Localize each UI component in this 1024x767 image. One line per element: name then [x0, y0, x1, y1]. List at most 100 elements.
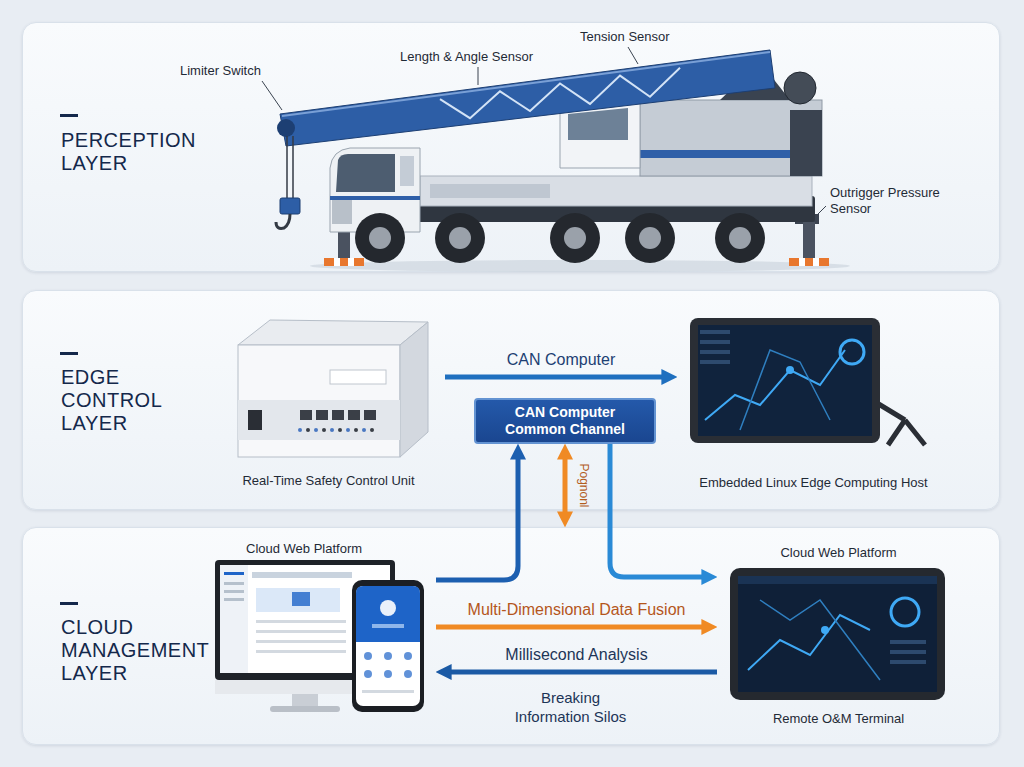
edge-label: CAN Computer — [507, 350, 615, 369]
device-heading: Cloud Web Platform — [717, 545, 960, 561]
control-unit-illustration — [362, 428, 366, 432]
cloud-web-monitor — [256, 640, 346, 643]
control-unit-illustration — [364, 410, 376, 420]
mobile-phone — [356, 586, 420, 706]
crane-illustration — [348, 258, 354, 266]
device-caption: Remote O&M Terminal — [717, 711, 960, 727]
mobile-phone — [384, 652, 392, 660]
cloud-web-monitor — [256, 620, 346, 623]
connector-arrow — [436, 625, 703, 630]
device-caption: Embedded Linux Edge Computing Host — [677, 475, 950, 491]
cloud-web-monitor — [220, 565, 390, 673]
crane-illustration — [338, 222, 350, 260]
edge-host-tablet — [690, 318, 880, 443]
layer-title: CLOUD MANAGEMENT LAYER — [61, 616, 231, 685]
control-unit-illustration — [332, 410, 344, 420]
crane-illustration — [280, 198, 300, 214]
remote-terminal-tablet — [890, 660, 926, 664]
edge-host-tablet — [700, 330, 730, 334]
crane-illustration — [280, 50, 775, 146]
edge-label: Millisecond Analysis — [505, 645, 647, 664]
cloud-web-monitor — [256, 588, 340, 612]
crane-illustration — [292, 136, 294, 199]
edge-label: Multi-Dimensional Data Fusion — [468, 600, 686, 619]
remote-terminal-tablet — [890, 640, 926, 644]
mobile-phone — [352, 580, 424, 712]
edge-host-tablet — [840, 340, 864, 364]
crane-illustration — [345, 196, 815, 222]
crane-illustration — [625, 213, 675, 263]
control-unit-illustration — [330, 428, 334, 432]
remote-terminal-tablet — [738, 576, 937, 692]
crane-illustration — [400, 156, 414, 186]
heading-dash — [60, 352, 78, 355]
device-caption: Real-Time Safety Control Unit — [212, 473, 445, 489]
remote-terminal-tablet — [891, 598, 919, 626]
leader-line — [818, 206, 826, 214]
cloud-web-monitor — [224, 590, 244, 593]
leader-line — [262, 81, 282, 110]
crane-illustration — [355, 213, 765, 263]
layer-band: CLOUD MANAGEMENT LAYERCloud Web Platform… — [22, 527, 1000, 745]
connector-arrow — [610, 444, 703, 577]
crane-illustration — [276, 214, 290, 228]
crane-illustration — [355, 213, 405, 263]
connector-arrow — [450, 670, 717, 675]
control-unit-illustration — [298, 428, 302, 432]
crane-illustration — [332, 200, 352, 224]
layer-title: PERCEPTION LAYER — [61, 129, 231, 175]
crane-illustration — [550, 213, 600, 263]
flow-note: Breaking Information Silos — [508, 688, 633, 726]
crane-illustration — [440, 68, 680, 118]
cloud-web-monitor — [292, 592, 310, 606]
remote-terminal-tablet — [738, 576, 937, 584]
cloud-web-monitor — [215, 560, 395, 712]
control-unit-illustration — [330, 370, 386, 384]
control-unit-illustration — [238, 320, 428, 457]
control-unit-illustration — [322, 428, 326, 432]
crane-illustration — [799, 258, 805, 266]
sensor-label: Length & Angle Sensor — [400, 49, 533, 65]
crane-illustration — [310, 260, 850, 272]
cloud-web-monitor — [292, 694, 318, 708]
cloud-web-monitor — [224, 598, 244, 601]
leader-line — [262, 47, 826, 214]
crane-illustration — [790, 110, 822, 176]
heading-dash — [60, 602, 78, 605]
mobile-phone — [380, 600, 396, 616]
crane-illustration — [324, 258, 364, 266]
crane-illustration — [568, 108, 628, 140]
cloud-platform: Cloud Web Platform — [206, 539, 436, 723]
crane-illustration — [789, 258, 829, 266]
crane-illustration — [420, 176, 812, 206]
control-unit-illustration — [370, 428, 374, 432]
crane-illustration — [715, 213, 765, 263]
crane-illustration — [336, 154, 395, 192]
control-unit-illustration — [316, 410, 328, 420]
edge-host-tablet — [700, 340, 730, 344]
edge-host-tablet — [705, 350, 845, 420]
crane-illustration — [334, 258, 340, 266]
connector-arrow — [445, 375, 663, 380]
crane-illustration — [282, 52, 770, 116]
control-unit-illustration — [248, 410, 262, 430]
crane-illustration — [784, 72, 816, 104]
mobile-phone — [384, 670, 392, 678]
remote-terminal-tablet — [730, 568, 945, 700]
edge-host-tablet — [872, 400, 925, 445]
cloud-web-monitor — [215, 680, 395, 694]
layer-title: EDGE CONTROL LAYER — [61, 366, 181, 435]
mobile-phone — [364, 670, 372, 678]
crane-illustration — [639, 227, 661, 249]
crane-illustration — [564, 227, 586, 249]
mobile-phone — [372, 624, 404, 628]
control-unit-illustration — [238, 400, 400, 440]
box-label: CAN Computer Common Channel — [498, 404, 632, 438]
edge-host: Embedded Linux Edge Computing Host — [677, 313, 950, 493]
remote-terminal-tablet — [760, 600, 880, 680]
control-unit-illustration — [346, 428, 350, 432]
heading-dash — [60, 114, 78, 117]
control-unit-illustration — [354, 428, 358, 432]
crane-illustration — [729, 227, 751, 249]
mobile-phone — [364, 652, 372, 660]
